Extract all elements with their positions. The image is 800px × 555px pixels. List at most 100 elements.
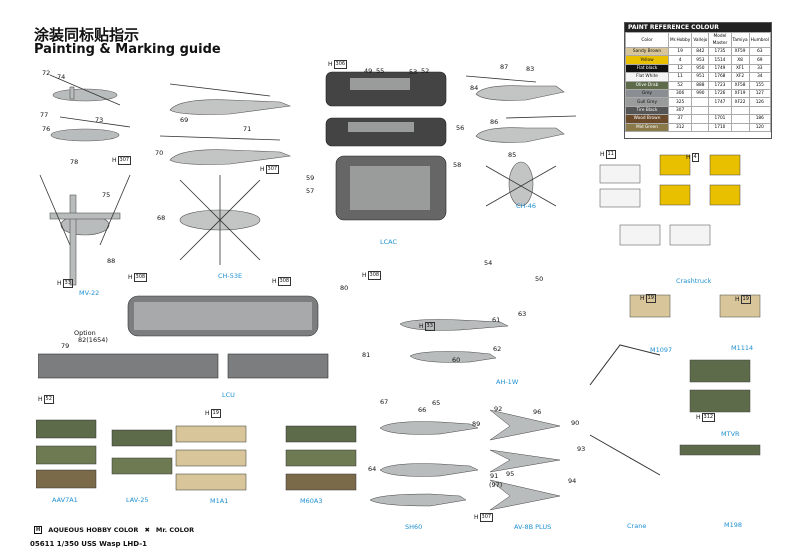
paint-cell: 12 xyxy=(667,63,693,74)
paint-cell: 1710 xyxy=(708,122,732,132)
kit-code: 05611 1/350 USS Wasp LHD-1 xyxy=(30,540,148,548)
label-m198: M198 xyxy=(724,521,743,529)
paint-cell: 953 xyxy=(691,55,710,65)
callout: 66 xyxy=(418,406,427,414)
paint-cell: 186 xyxy=(748,114,772,124)
label-ah1w: AH-1W xyxy=(496,378,519,386)
callout: 83 xyxy=(526,65,535,73)
label-m1114: M1114 xyxy=(731,344,754,352)
callout: 95 xyxy=(506,470,515,478)
color-callout-h: H xyxy=(600,151,605,158)
paint-cell xyxy=(730,105,750,116)
label-sh60: SH60 xyxy=(405,523,423,531)
paint-cell xyxy=(730,114,750,124)
option-label: Option xyxy=(74,329,96,337)
label-m1a1: M1A1 xyxy=(210,497,229,505)
legend-mr-text: Mr. COLOR xyxy=(155,526,195,534)
callout: 56 xyxy=(456,124,465,132)
callout: 74 xyxy=(57,73,66,81)
callout: 60 xyxy=(452,356,461,364)
paint-cell: 126 xyxy=(748,97,772,107)
color-callout-h: H xyxy=(128,274,133,281)
paint-cell xyxy=(691,114,710,124)
callout: 67 xyxy=(380,398,389,406)
callout: 54 xyxy=(484,259,493,267)
vehicles-right xyxy=(589,154,761,476)
callout: 59 xyxy=(306,174,315,182)
callout: 90 xyxy=(571,419,580,427)
paint-swatch: Yellow xyxy=(625,55,669,65)
callout: 61 xyxy=(492,316,501,324)
paint-cell: 990 xyxy=(691,88,710,99)
paint-cell: 306 xyxy=(667,88,693,99)
paint-cell: XF19 xyxy=(730,88,750,99)
label-lav25: LAV-25 xyxy=(126,496,149,504)
color-callout-h: H xyxy=(696,414,701,421)
paint-cell: 37 xyxy=(667,114,693,124)
color-callout-h: H xyxy=(57,280,62,287)
legend-h-box: H xyxy=(34,526,43,534)
callout: 91 xyxy=(490,472,499,480)
color-callout-h: H xyxy=(260,166,265,173)
paint-cell: 4 xyxy=(667,55,693,65)
callout: 55 xyxy=(376,67,385,75)
callout: 65 xyxy=(432,399,441,407)
paint-cell: XF58 xyxy=(730,80,750,90)
callout: 93 xyxy=(577,445,586,453)
paint-cell: 325 xyxy=(667,97,693,107)
paint-column-header: Vallejo xyxy=(691,32,710,48)
color-callout-h: H xyxy=(686,154,691,161)
paint-column-header: Color xyxy=(625,32,669,48)
paint-cell: 69 xyxy=(748,55,772,65)
paint-cell: XF22 xyxy=(730,97,750,107)
label-mv22: MV-22 xyxy=(79,289,100,297)
paint-cell: 33 xyxy=(748,63,772,74)
label-lcac: LCAC xyxy=(380,238,398,246)
color-callout-h: H xyxy=(735,296,740,303)
legend-mr-icon: ✖ xyxy=(144,526,150,534)
callout: 69 xyxy=(180,116,189,124)
callout: 53 xyxy=(409,68,418,76)
color-callout-h: H xyxy=(38,396,43,403)
paint-column-header: Model Master xyxy=(708,32,732,48)
callout: (97) xyxy=(489,481,503,489)
paint-cell: XF2 xyxy=(730,72,750,82)
paint-column-header: Humbrol xyxy=(748,32,772,48)
paint-swatch: Mid Green xyxy=(625,122,669,132)
callout: 86 xyxy=(490,118,499,126)
paint-cell: 1768 xyxy=(708,72,732,82)
label-av8b: AV-8B PLUS xyxy=(514,523,552,531)
paint-cell: 1749 xyxy=(708,63,732,74)
paint-cell: 312 xyxy=(667,122,693,132)
paint-cell: X8 xyxy=(730,55,750,65)
label-ch53e: CH-53E xyxy=(218,272,243,280)
label-m60a3: M60A3 xyxy=(300,497,323,505)
callout: 79 xyxy=(61,342,70,350)
paint-swatch: Flat White xyxy=(625,72,669,82)
paint-swatch: Olive Drab xyxy=(625,80,669,90)
callout: 88 xyxy=(107,257,116,265)
callout: 94 xyxy=(568,477,577,485)
color-callout-h: H xyxy=(362,272,367,279)
paint-swatch: Tire Black xyxy=(625,105,669,116)
color-callout-h: H xyxy=(328,61,333,68)
color-callout-h: H xyxy=(419,323,424,330)
paint-cell: XF1 xyxy=(730,63,750,74)
callout: 84 xyxy=(470,84,479,92)
paint-cell: 1723 xyxy=(708,80,732,90)
title-chinese: 涂装同标贴指示 xyxy=(34,26,140,44)
label-mtvr: MTVR xyxy=(721,430,740,438)
